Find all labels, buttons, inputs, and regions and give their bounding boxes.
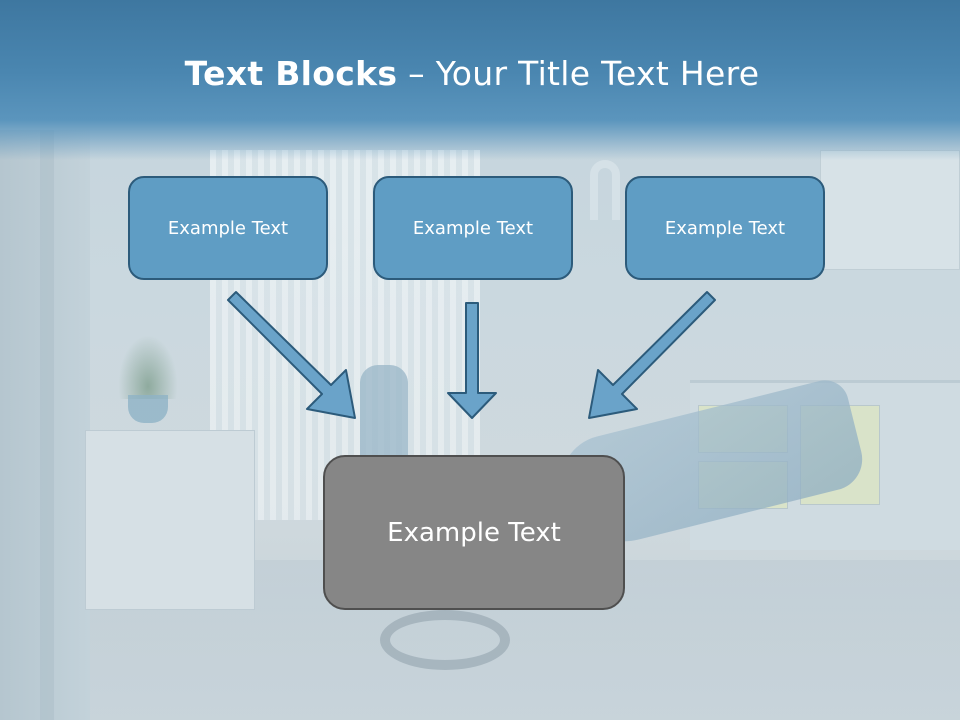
arrow-right (588, 291, 716, 419)
desk (85, 430, 255, 610)
text-block-3-label: Example Text (664, 217, 786, 239)
text-block-2-label: Example Text (412, 217, 534, 239)
title-rest: – Your Title Text Here (397, 54, 760, 93)
slide-title[interactable]: Text Blocks – Your Title Text Here (0, 54, 944, 93)
text-block-1[interactable]: Example Text (128, 176, 328, 280)
stool-base (380, 610, 510, 670)
dental-lamp (590, 160, 620, 220)
plant-pot (128, 395, 168, 423)
center-text-block[interactable]: Example Text (323, 455, 625, 610)
arrow-left (227, 291, 356, 419)
plant (118, 335, 178, 399)
window-frame (40, 130, 54, 720)
arrow-center (447, 302, 497, 419)
title-bold: Text Blocks (184, 54, 398, 93)
header-band (0, 0, 960, 160)
center-text-block-label: Example Text (387, 517, 561, 548)
text-block-1-label: Example Text (167, 217, 289, 239)
text-block-3[interactable]: Example Text (625, 176, 825, 280)
text-block-2[interactable]: Example Text (373, 176, 573, 280)
